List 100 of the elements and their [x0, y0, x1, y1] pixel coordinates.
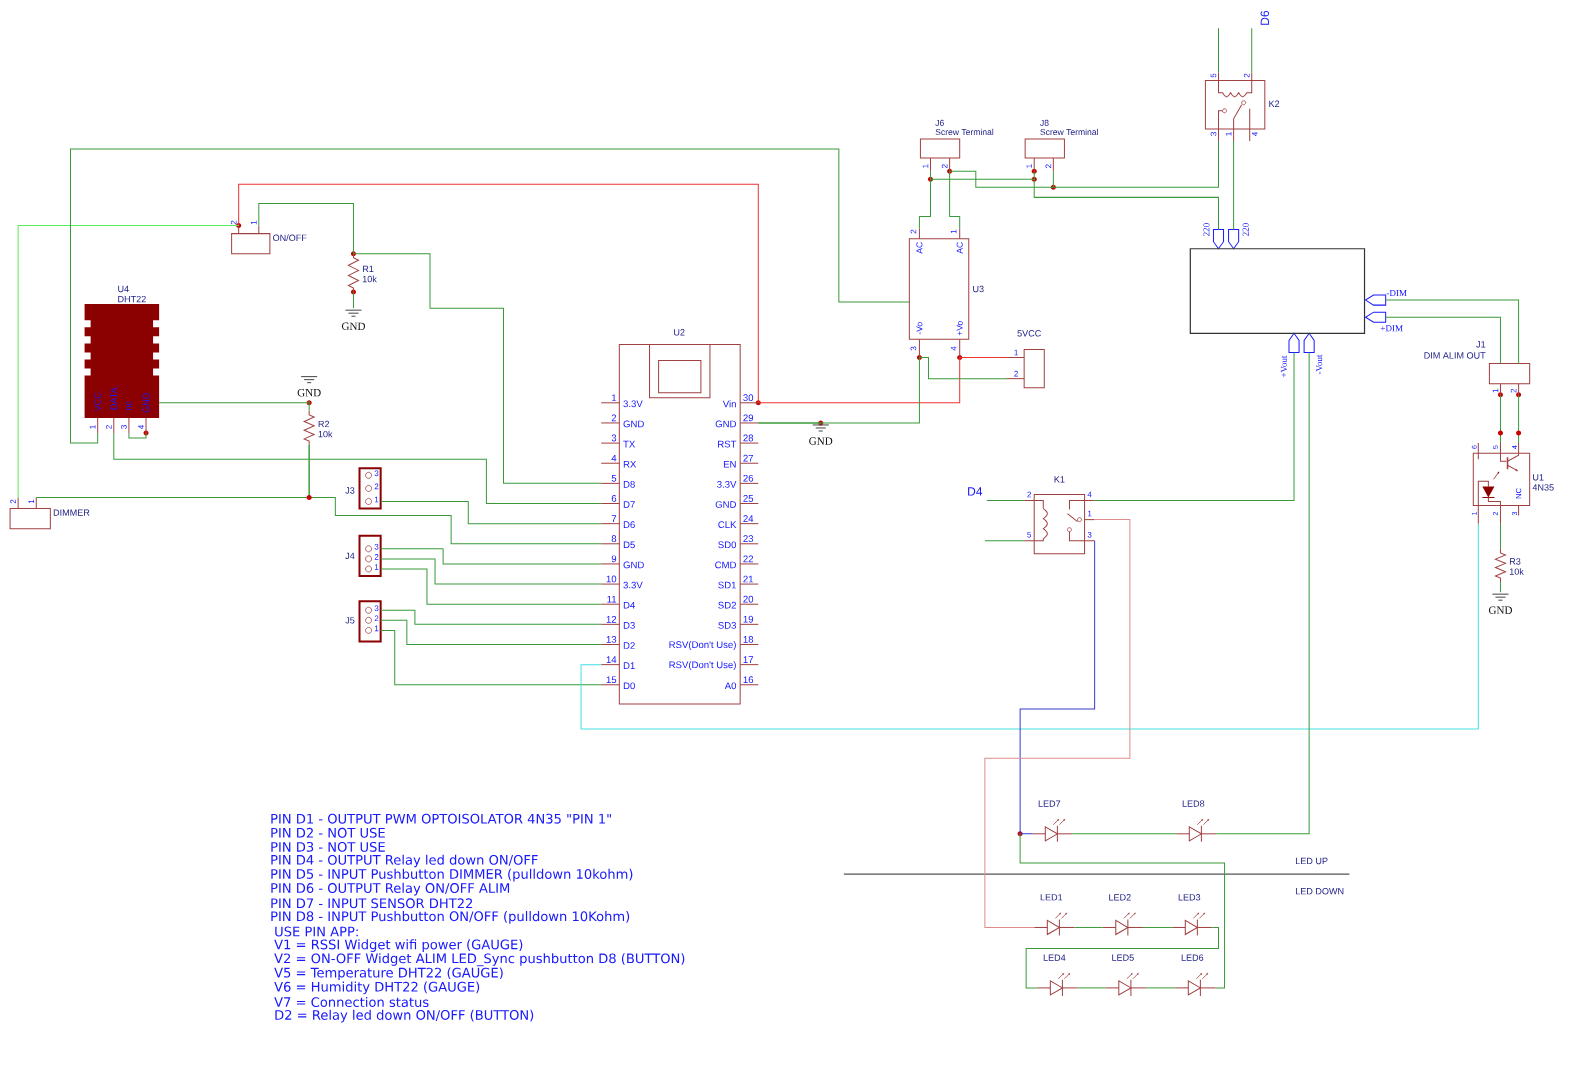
wire: [1094, 352, 1295, 502]
wire: [1518, 394, 1520, 444]
wire: [757, 422, 822, 424]
wire: [380, 568, 602, 605]
pin-number: 5: [1210, 73, 1217, 78]
pin-label: -Vout: [1316, 354, 1323, 375]
wire: [70, 148, 910, 444]
pin-number: 1: [374, 625, 379, 632]
note-text: D2 = Relay led down ON/OFF (BUTTON): [275, 1009, 534, 1023]
pin-number: 2: [1027, 491, 1031, 498]
pin-number: 3: [374, 470, 379, 477]
pin-number: 12: [606, 616, 617, 623]
pin-label: +Vout: [1280, 355, 1287, 378]
wire: [380, 548, 602, 565]
value-label: DHT22: [118, 296, 146, 303]
wire: [1142, 927, 1173, 929]
pin-label: -DIM: [1386, 290, 1407, 297]
pin-number: 20: [743, 595, 754, 603]
pin-number: 4: [950, 346, 957, 351]
value-label: 4N35: [1532, 484, 1554, 491]
note-text: PIN D4 - OUTPUT Relay led down ON/OFF: [271, 854, 538, 868]
wire: [1052, 140, 1219, 188]
pin-number: 5: [1027, 532, 1032, 538]
pin-number: 16: [743, 676, 754, 684]
note-text: USE PIN APP:: [275, 926, 358, 937]
pin-label: +DIM: [1380, 325, 1403, 332]
pin-number: 4: [611, 455, 617, 462]
pin-number: 23: [743, 535, 754, 543]
wire: [986, 500, 1025, 502]
note-text: V7 = Connection status: [274, 997, 429, 1008]
pin-number: 2: [105, 425, 112, 429]
part-label: LED8: [1182, 800, 1205, 807]
part-label: LED4: [1043, 954, 1066, 961]
pin-label: 220: [1242, 223, 1249, 237]
note-text: PIN D5 - INPUT Pushbutton DIMMER (pulldown 10kohm): [271, 868, 633, 882]
wire: [757, 357, 961, 404]
pin-number: 5: [611, 475, 617, 482]
pin-number: 6: [611, 495, 617, 502]
pin-number: 2: [230, 220, 237, 225]
pin-number: 26: [743, 475, 754, 482]
pin-number: 2: [374, 554, 379, 560]
part-label: LED5: [1112, 954, 1134, 961]
pin-number: 1: [1088, 510, 1092, 517]
note-text: V6 = Humidity DHT22 (GAUGE): [274, 981, 480, 995]
pin-number: 1: [89, 425, 96, 429]
pin-number: 1: [922, 164, 929, 168]
pin-number: 29: [743, 414, 754, 422]
pin-number: 2: [10, 499, 16, 504]
wire: [984, 519, 1131, 929]
note-text: PIN D3 - NOT USE: [271, 842, 385, 852]
signal-label: D6: [1260, 11, 1270, 25]
pin-number: 1: [251, 220, 257, 225]
part-label: LED3: [1178, 894, 1201, 901]
part-label: U3: [973, 285, 984, 293]
pin-number: 3: [611, 434, 617, 442]
pin-number: 2: [941, 164, 948, 169]
pin-number: 4: [1252, 132, 1258, 137]
pin-number: 2: [1510, 389, 1517, 393]
pin-number: 1: [1492, 389, 1499, 393]
pin-number: 25: [743, 495, 754, 502]
pin-number: 3: [374, 605, 379, 612]
ground-label: GND: [297, 389, 321, 397]
pin-number: 1: [612, 394, 617, 402]
wire: [380, 558, 602, 585]
part-label: J1: [1476, 341, 1486, 348]
pin-number: 17: [743, 656, 754, 664]
pin-number: 28: [743, 434, 754, 442]
pin-number: 2: [611, 414, 617, 422]
wire: [380, 609, 602, 625]
pin-number: 1: [28, 499, 34, 504]
pin-number: 2: [1045, 164, 1052, 169]
value-label: 10k: [362, 275, 377, 283]
pin-number: 13: [606, 636, 617, 643]
wire: [258, 203, 354, 255]
pin-number: 3: [1210, 132, 1217, 136]
wire: [1033, 178, 1219, 231]
wire: [949, 170, 1054, 188]
pin-number: 1: [374, 496, 379, 503]
wire: [1499, 394, 1501, 444]
pin-number: 2: [374, 615, 379, 622]
wire: [17, 225, 240, 499]
pin-number: 18: [743, 636, 754, 643]
part-label: U4: [118, 285, 129, 293]
wire: [1025, 927, 1219, 989]
wire: [380, 501, 602, 525]
wire: [238, 183, 759, 404]
pin-number: 19: [743, 616, 754, 623]
wire: [918, 170, 931, 230]
wire: [380, 619, 602, 646]
wire: [352, 253, 602, 484]
note-text: V1 = RSSI Widget wifi power (GAUGE): [274, 939, 523, 953]
wire: [352, 291, 354, 309]
wire: [1216, 352, 1310, 835]
part-label: R1: [362, 265, 374, 273]
part-label: U2: [674, 329, 685, 336]
wire: [959, 357, 1008, 359]
value-label: 10k: [318, 430, 333, 438]
section-label: LED DOWN: [1296, 888, 1344, 895]
part-label: LED1: [1040, 894, 1063, 901]
pin-number: 1: [1026, 164, 1032, 168]
